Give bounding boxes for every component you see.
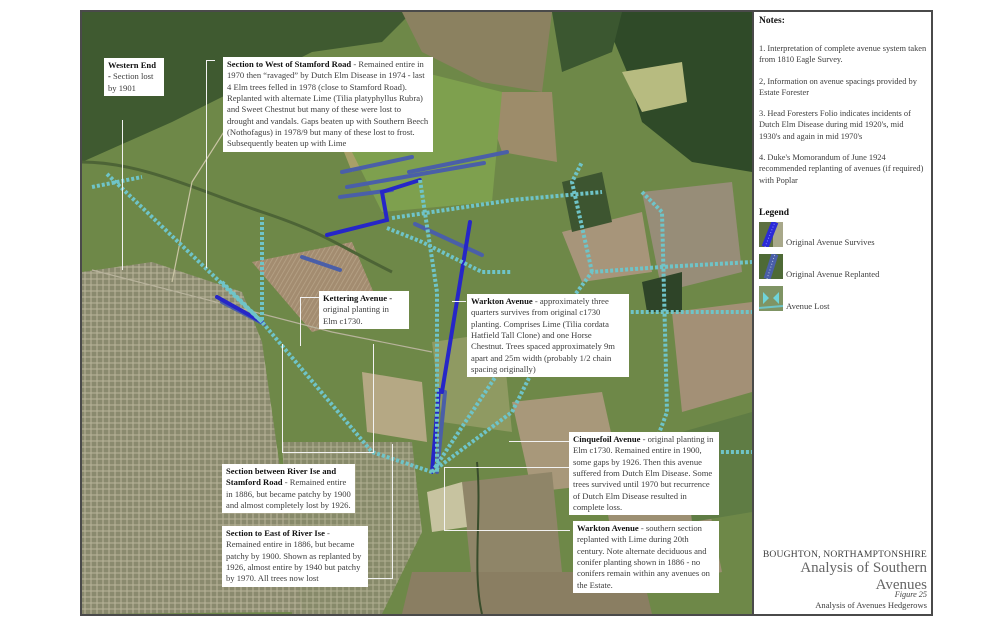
callout-cinquefoil: Cinquefoil Avenue - original planting in…: [569, 432, 719, 516]
figure-title: Analysis of Southern Avenues: [800, 560, 927, 593]
figure-frame: Western End - Section lost by 1901 Secti…: [80, 10, 933, 616]
callout-text: - original planting in Elm c1730. Remain…: [573, 434, 714, 513]
legend-label: Original Avenue Replanted: [786, 269, 880, 279]
legend-item-survives: Original Avenue Survives: [759, 222, 929, 248]
callout-text: - Remained entire in 1886, but became pa…: [226, 477, 351, 511]
callout-kettering: Kettering Avenue - original planting in …: [319, 291, 409, 330]
callout-river-ise-stamford: Section between River Ise and Stamford R…: [222, 464, 355, 514]
leader-line: [444, 467, 570, 531]
legend-title: Legend: [759, 208, 790, 218]
callout-title: Warkton Avenue: [471, 296, 533, 306]
legend-item-replanted: Original Avenue Replanted: [759, 254, 929, 280]
avenue-survives-swatch-icon: [759, 222, 783, 247]
avenue-replanted-swatch-icon: [759, 254, 783, 279]
callout-text: - approximately three quarters survives …: [471, 296, 615, 375]
leader-line: [206, 60, 215, 268]
callout-title: Western End -: [108, 60, 156, 82]
legend-label: Avenue Lost: [786, 301, 830, 311]
avenue-lost-swatch-icon: [759, 286, 783, 311]
callout-title: Warkton Avenue: [577, 523, 639, 533]
callout-western-end: Western End - Section lost by 1901: [104, 58, 164, 97]
place-name: BOUGHTON, NORTHAMPTONSHIRE: [762, 549, 927, 560]
callout-title: Section to East of River Ise: [226, 528, 325, 538]
aerial-map[interactable]: Western End - Section lost by 1901 Secti…: [82, 12, 754, 614]
note-1: 1. Interpretation of complete avenue sys…: [759, 44, 927, 65]
note-3: 3. Head Foresters Folio indicates incide…: [759, 109, 911, 141]
leader-line: [122, 120, 123, 270]
callout-text: - Remained entire in 1886, but became pa…: [226, 528, 362, 584]
note-4: 4. Duke's Momorandum of June 1924 recomm…: [759, 153, 924, 185]
callout-warkton-south: Warkton Avenue - southern section replan…: [573, 521, 719, 594]
callout-text: - southern section replanted with Lime d…: [577, 523, 710, 590]
callout-title: Cinquefoil Avenue: [573, 434, 641, 444]
legend-item-lost: Avenue Lost: [759, 286, 929, 312]
callout-east-river-ise: Section to East of River Ise - Remained …: [222, 526, 368, 587]
leader-line: [509, 441, 569, 442]
leader-line: [352, 444, 393, 579]
note-2: 2, Information on avenue spacings provid…: [759, 77, 917, 98]
callout-warkton-north: Warkton Avenue - approximately three qua…: [467, 294, 629, 378]
callout-title: Kettering Avenue -: [323, 293, 393, 303]
callout-text: original planting in Elm c1730.: [323, 304, 389, 326]
leader-line: [300, 297, 321, 346]
figure-caption: Analysis of Avenues Hedgerows: [815, 600, 927, 610]
leader-line: [282, 344, 374, 453]
callout-title: Section to West of Stamford Road: [227, 59, 352, 69]
sidebar-panel: Notes: 1. Interpretation of complete ave…: [754, 12, 931, 614]
callout-west-stamford: Section to West of Stamford Road - Remai…: [223, 57, 433, 152]
callout-title: Section between River Ise and Stamford R…: [226, 466, 337, 488]
notes-title: Notes:: [759, 16, 785, 26]
callout-text: - Remained entire in 1970 then “ravaged”…: [227, 59, 429, 149]
leader-line: [452, 301, 466, 302]
legend-label: Original Avenue Survives: [786, 237, 875, 247]
callout-text: Section lost by 1901: [108, 71, 154, 93]
figure-number: Figure 25: [894, 590, 927, 599]
